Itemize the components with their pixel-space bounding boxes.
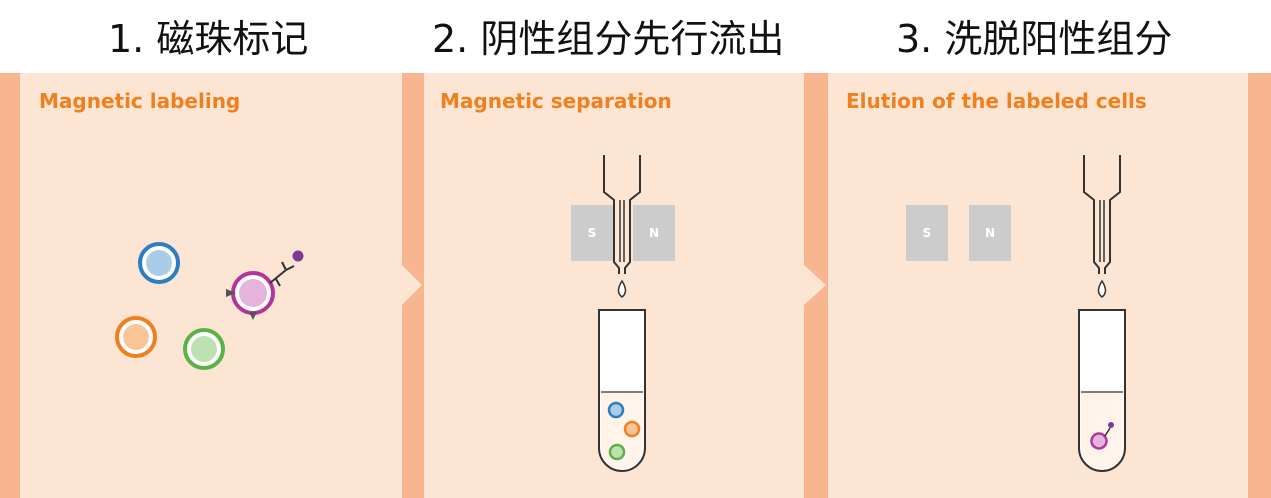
magnet-s — [571, 205, 613, 261]
magnet-s-label: S — [588, 226, 597, 240]
panel-3-heading: Elution of the labeled cells — [846, 89, 1147, 113]
magnet-s-removed-label: S — [923, 226, 932, 240]
antibody-microbead — [269, 250, 304, 287]
magnet-n-label: N — [649, 226, 659, 240]
magnet-n-removed-label: N — [985, 226, 995, 240]
magnet-n-removed — [969, 205, 1011, 261]
panel-1-background — [0, 73, 402, 498]
right-edge-band — [1248, 73, 1271, 498]
tube-labeled-magenta-cell — [1090, 422, 1114, 450]
elution-column — [1083, 155, 1121, 274]
droplet — [617, 279, 627, 298]
separator-arrow-2 — [804, 73, 828, 498]
elution-droplet — [1097, 279, 1107, 298]
separation-column — [603, 155, 641, 274]
tube-orange-cell — [623, 420, 641, 438]
panel-3-background — [804, 73, 1271, 498]
step-3-title: 3. 洗脱阳性组分 — [896, 17, 1173, 61]
panel-2-heading: Magnetic separation — [440, 89, 672, 113]
separator-arrow-1 — [402, 73, 424, 498]
tube-blue-cell — [607, 401, 625, 419]
panel-1-cells — [115, 242, 304, 370]
panel-1-heading: Magnetic labeling — [39, 89, 241, 113]
panel-3-apparatus: S N — [906, 155, 1126, 472]
panel-2-apparatus: S N — [571, 155, 675, 472]
magnet-n — [633, 205, 675, 261]
magnet-s-removed — [906, 205, 948, 261]
tube-green-cell — [608, 443, 626, 461]
labeled-magenta-cell — [226, 271, 275, 320]
step-2-title: 2. 阴性组分先行流出 — [432, 17, 785, 61]
step-1-title: 1. 磁珠标记 — [108, 17, 309, 61]
left-edge-band — [0, 73, 20, 498]
